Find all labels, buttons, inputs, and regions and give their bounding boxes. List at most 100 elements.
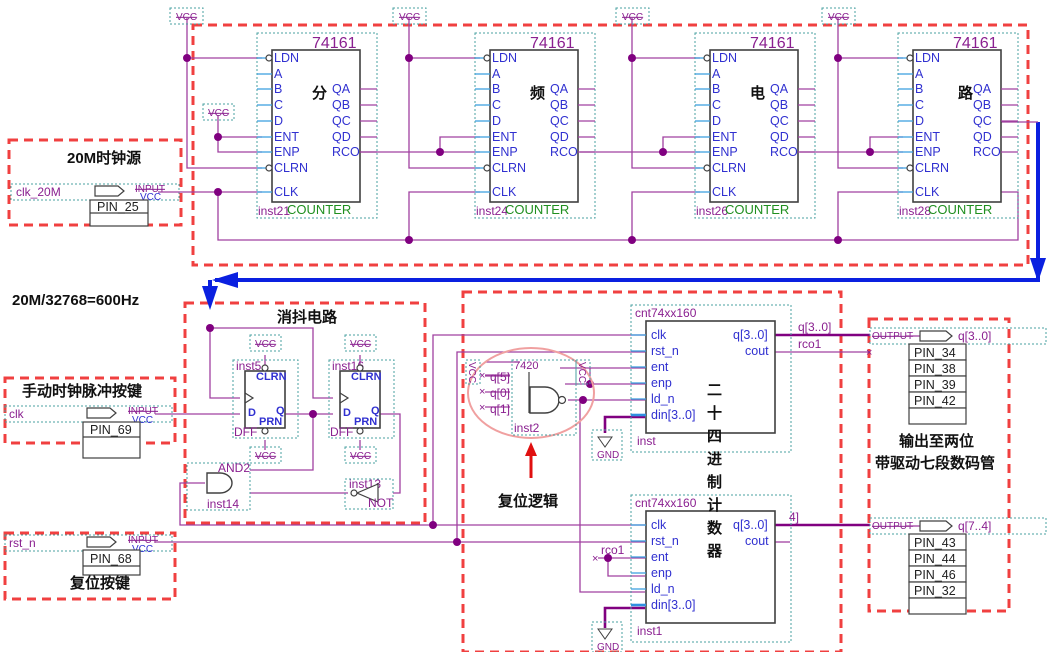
input-clk-20m[interactable]: clk_20M INPUT VCC PIN_25 [10,183,180,227]
input-clk[interactable]: clk INPUT VCC PIN_69 [4,405,173,459]
svg-text:NOT: NOT [368,496,394,510]
counter-160-inst1[interactable]: cnt74xx160clkrst_nentenpld_ndin[3..0]q[3… [630,494,792,643]
no-connect-marks: × × × × × [479,347,872,565]
pin-label-ent: ENT [712,130,737,144]
pin-label-b: B [492,82,500,96]
svg-text:PRN: PRN [259,416,282,428]
freq-formula: 20M/32768=600Hz [12,292,139,309]
flow-arrow-left-head [212,272,238,288]
pin-label-rco: RCO [973,145,1001,159]
instance-name: inst1 [637,624,663,638]
svg-text:INPUT: INPUT [128,406,158,417]
pin-label-qb: QB [973,98,991,112]
pin-label: PIN_42 [914,394,956,408]
pin-label-c: C [274,98,283,112]
pin-label-qd: QD [770,130,789,144]
svg-text:VCC: VCC [466,362,477,383]
pin-label: clk [651,518,667,532]
pin-label-rco: RCO [770,145,798,159]
not-gate-inst13[interactable]: inst13 NOT [344,477,394,510]
counter24-label-char: 十 [707,404,722,422]
pin-label-ent: ENT [915,130,940,144]
pin-label-d: D [915,114,924,128]
svg-text:CLRN: CLRN [351,371,382,383]
pin-label: ld_n [651,582,675,596]
pin-label-qd: QD [550,130,569,144]
inversion-bubble [703,54,711,62]
pin-label-d: D [492,114,501,128]
pin-label: q[3..0] [733,518,768,532]
svg-text:VCC: VCC [132,415,153,426]
vcc-symbol: VCC [821,7,856,25]
vcc-symbol: VCC [249,334,282,352]
pin-label-qd: QD [973,130,992,144]
nand-gate-inst2[interactable]: 7420 q[5] q[0] q[1] inst2 [490,359,577,436]
pin-label: ent [651,360,669,374]
pin-label-clk: CLK [712,185,737,199]
divider-group-box [191,23,1030,267]
counter-74161-inst26[interactable]: 74161LDNABCDENTENPCLRNCLKQAQBQCQDRCOinst… [694,32,816,219]
pin-label-ent: ENT [274,130,299,144]
pin-label: PIN_44 [914,552,956,566]
svg-text:VCC: VCC [622,12,643,23]
pin-label-enp: ENP [915,145,941,159]
pin-label-a: A [712,67,721,81]
divider-junctions [183,54,874,244]
dff-inst16[interactable]: inst16 CLRN D Q PRN DFF [328,359,395,439]
svg-text:rst_n: rst_n [9,536,36,550]
svg-text:inst16: inst16 [332,359,364,373]
svg-text:×: × [479,402,485,414]
pin-label-qd: QD [332,130,351,144]
counter-74161-inst28[interactable]: 74161LDNABCDENTENPCLRNCLKQAQBQCQDRCOinst… [897,32,1019,219]
output-title-line2: 带驱动七段数码管 [875,454,995,472]
input-rst-n[interactable]: rst_n INPUT VCC PIN_68 [4,534,173,576]
svg-text:VCC: VCC [350,451,371,462]
pin-label-a: A [915,67,924,81]
pin-label-ldn: LDN [274,51,299,65]
inversion-bubble [703,164,711,172]
svg-text:VCC: VCC [399,12,420,23]
svg-text:CLRN: CLRN [256,371,287,383]
svg-text:VCC: VCC [140,192,161,203]
counter-160-inst[interactable]: cnt74xx160clkrst_nentenpld_ndin[3..0]q[3… [630,304,792,453]
counter24-label-char: 计 [707,496,722,514]
part-name: 74161 [530,35,575,52]
pin-cell-empty [908,597,967,615]
counter24-label-char: 制 [707,473,722,491]
pin-label: ld_n [651,392,675,406]
counter-74161-inst21[interactable]: 74161LDNABCDENTENPCLRNCLKQAQBQCQDRCOinst… [256,32,378,219]
and-gate-inst14[interactable]: AND2 inst14 [186,461,251,511]
net-label-rco1-2: rco1 [601,543,625,557]
pin-label-ldn: LDN [492,51,517,65]
pin-label-qc: QC [973,114,992,128]
svg-text:Q: Q [276,405,285,417]
pin-label: PIN_34 [914,346,956,360]
svg-text:GND: GND [597,450,619,461]
vcc-symbol: VCC [344,334,377,352]
pin-label: din[3..0] [651,598,695,612]
net-label-rco1: rco1 [798,337,822,351]
pin-label: clk [651,328,667,342]
counter-74161-inst24[interactable]: 74161LDNABCDENTENPCLRNCLKQAQBQCQDRCOinst… [474,32,596,219]
svg-text:VCC: VCC [208,108,229,119]
pin-label: enp [651,376,672,390]
vcc-symbol: VCC [344,446,377,464]
divider-wires [158,18,1038,241]
pin-label-ent: ENT [492,130,517,144]
pin-label: rst_n [651,534,679,548]
pin-label: PIN_38 [914,362,956,376]
inversion-bubble [265,164,273,172]
svg-text:×: × [592,553,598,565]
debounce-title: 消抖电路 [277,308,338,326]
pin-label-qa: QA [332,82,351,96]
divider-char: 分 [312,85,327,102]
pin-label-qb: QB [332,98,350,112]
part-name: cnt74xx160 [635,306,697,320]
dff-inst5[interactable]: inst5 CLRN D Q PRN DFF [232,359,299,439]
output-title-line1: 输出至两位 [899,432,974,450]
svg-text:inst2: inst2 [514,421,540,435]
svg-text:VCC: VCC [576,362,587,383]
